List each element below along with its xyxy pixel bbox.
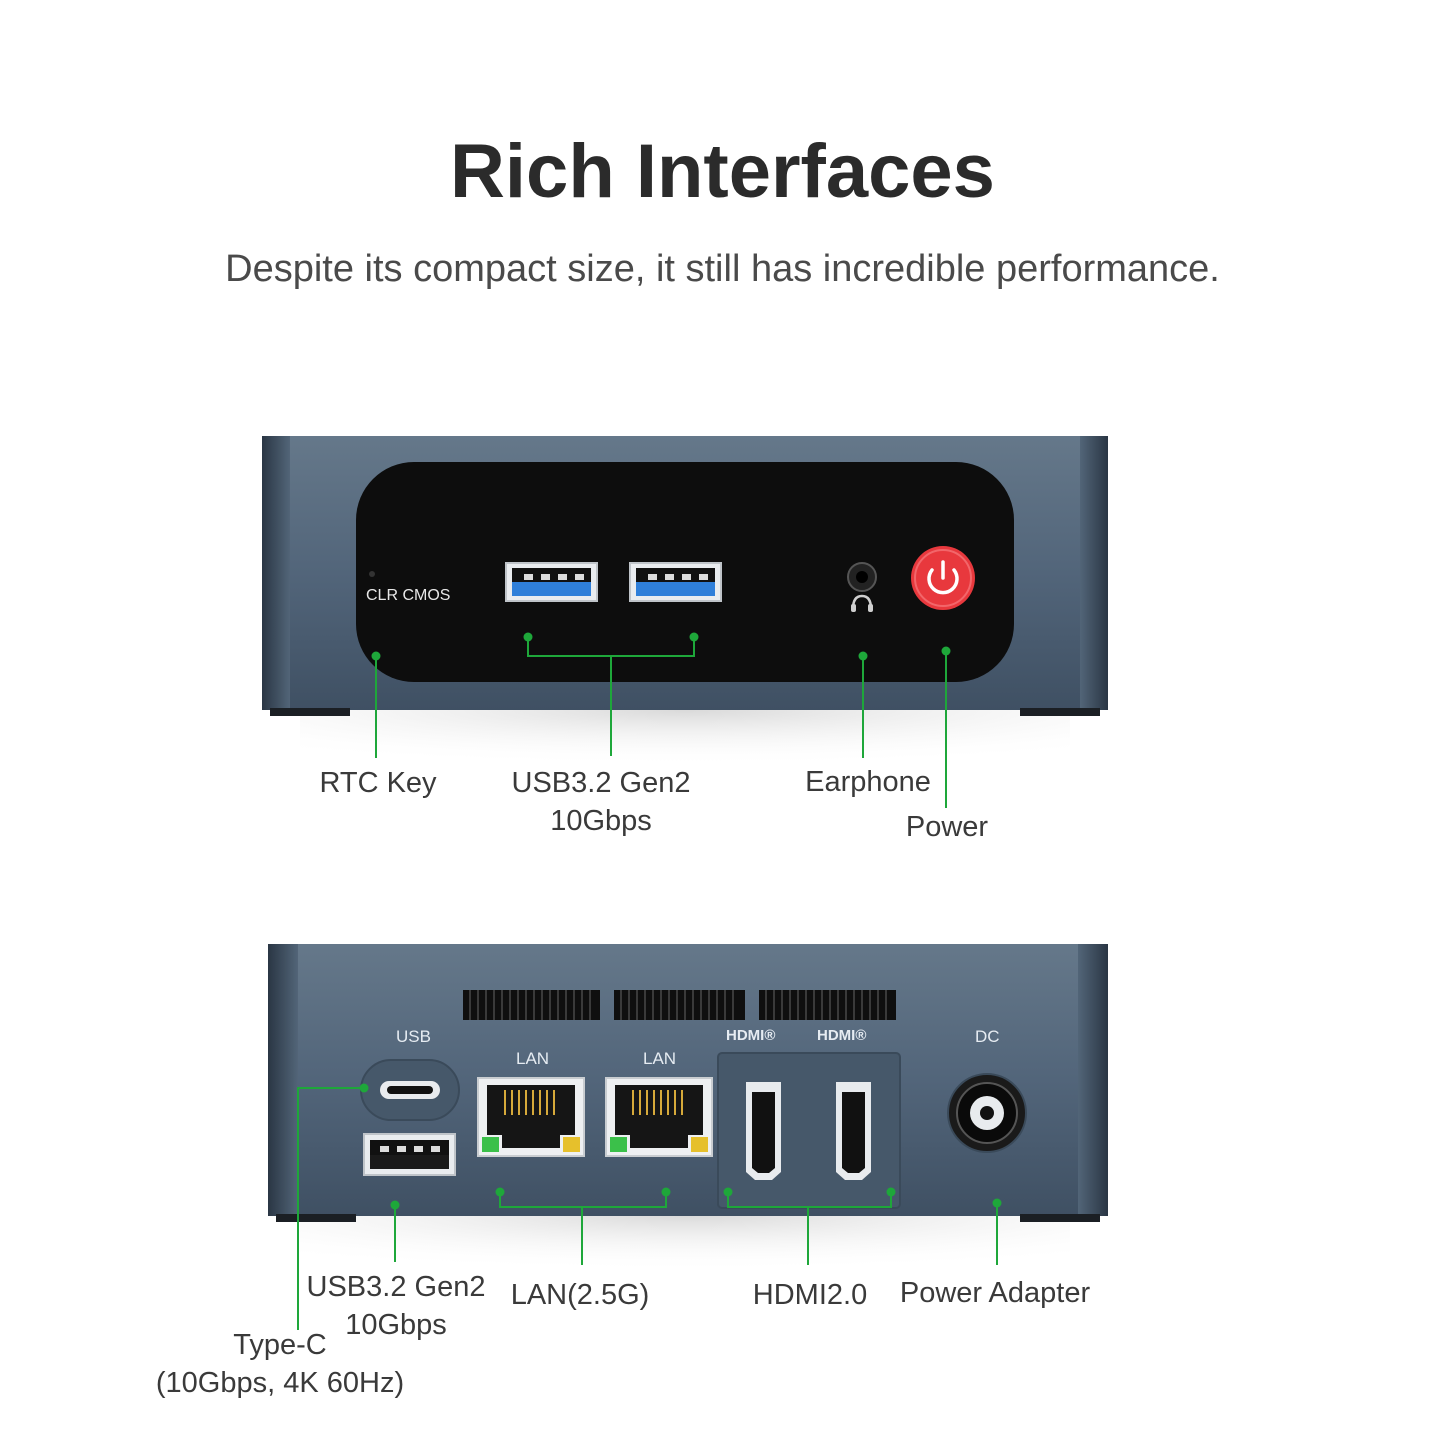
label-typec-line1: Type-C bbox=[233, 1329, 327, 1361]
dc-jack bbox=[947, 1073, 1027, 1153]
label-power: Power bbox=[905, 811, 989, 843]
rear-device bbox=[268, 944, 1108, 1330]
front-callouts bbox=[375, 637, 947, 808]
label-usb-front-line1: USB3.2 Gen2 bbox=[511, 767, 691, 799]
callout-dot-lan2 bbox=[661, 1187, 671, 1197]
label-usb-rear-line1: USB3.2 Gen2 bbox=[306, 1271, 486, 1303]
label-usb-rear-line2: 10Gbps bbox=[345, 1309, 447, 1341]
front-shadow bbox=[300, 710, 1070, 780]
lan-print-2: LAN bbox=[643, 1049, 677, 1068]
callout-dot-typec bbox=[359, 1083, 369, 1093]
label-power-adapter: Power Adapter bbox=[899, 1277, 1091, 1309]
callout-dot-lan1 bbox=[495, 1187, 505, 1197]
usb-a-port-front-2 bbox=[629, 562, 722, 602]
label-hdmi: HDMI2.0 bbox=[752, 1279, 868, 1311]
clr-cmos-print: CLR CMOS bbox=[366, 587, 451, 604]
hdmi-logo-2: HDMI® bbox=[817, 1027, 867, 1044]
label-usb-front-line2: 10Gbps bbox=[550, 805, 652, 837]
usb-print: USB bbox=[396, 1027, 431, 1046]
lan-port-2 bbox=[605, 1077, 713, 1157]
page-title: Rich Interfaces bbox=[450, 129, 995, 214]
callout-dot-usb2 bbox=[689, 632, 699, 642]
lan-print-1: LAN bbox=[516, 1049, 550, 1068]
callout-dot-hdmi2 bbox=[886, 1187, 896, 1197]
clr-cmos-hole bbox=[369, 571, 375, 577]
callout-dot-usb1 bbox=[523, 632, 533, 642]
hdmi-recess bbox=[717, 1052, 901, 1209]
label-lan: LAN(2.5G) bbox=[510, 1279, 650, 1311]
callout-dot-usb-rear bbox=[390, 1200, 400, 1210]
usb-a-port-front-1 bbox=[505, 562, 598, 602]
vent-grille bbox=[463, 990, 896, 1020]
page-subtitle: Despite its compact size, it still has i… bbox=[225, 248, 1220, 290]
hdmi-port-2 bbox=[836, 1082, 871, 1180]
label-earphone: Earphone bbox=[805, 766, 931, 798]
callout-dot-earphone bbox=[858, 651, 868, 661]
rear-shadow bbox=[300, 1215, 1070, 1285]
hdmi-logo-1: HDMI® bbox=[726, 1027, 776, 1044]
front-device bbox=[262, 436, 1108, 808]
label-rtc-key: RTC Key bbox=[319, 767, 437, 799]
earphone-jack bbox=[847, 562, 877, 592]
hdmi-port-1 bbox=[746, 1082, 781, 1180]
usb-a-port-rear bbox=[363, 1133, 456, 1176]
dc-print: DC bbox=[975, 1027, 1000, 1046]
callout-dot-dc bbox=[992, 1198, 1002, 1208]
rear-callouts bbox=[297, 1087, 998, 1330]
callout-dot-hdmi1 bbox=[723, 1187, 733, 1197]
type-c-port bbox=[360, 1059, 460, 1121]
lan-port-1 bbox=[477, 1077, 585, 1157]
headphone-icon bbox=[851, 594, 873, 612]
label-typec-line2: (10Gbps, 4K 60Hz) bbox=[155, 1367, 405, 1399]
callout-dot-power bbox=[941, 646, 951, 656]
power-button bbox=[911, 546, 975, 610]
callout-dot-rtc bbox=[371, 651, 381, 661]
